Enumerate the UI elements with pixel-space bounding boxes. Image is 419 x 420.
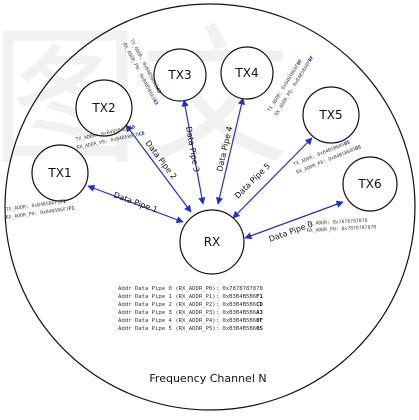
- frequency-channel-boundary: [4, 3, 416, 411]
- rx-table-row-2: Addr Data Pipe 2 (RX_ADDR_P2): 0xB3B4B5B…: [118, 302, 263, 308]
- arrow-tx4-rx: [215, 97, 246, 205]
- node-label: TX4: [234, 66, 258, 80]
- node-circle: [220, 46, 274, 100]
- node-circle: [302, 86, 360, 144]
- rx-table-row-0: Addr Data Pipe 0 (RX_ADDR_P0): 0x7878787…: [118, 286, 263, 292]
- node-label: RX: [204, 235, 221, 249]
- node-tx2: TX2: [75, 79, 133, 137]
- node-circle: [342, 156, 398, 212]
- rx-address-table: Addr Data Pipe 0 (RX_ADDR_P0): 0x7878787…: [118, 286, 263, 332]
- tx6-tx-addr: TX_ADDR: 0x7878787878: [307, 218, 368, 227]
- node-tx3: TX3: [153, 48, 207, 102]
- node-circle: [75, 79, 133, 137]
- tx6-address-label: TX_ADDR: 0x7878787878 RX_ADDR_P0: 0x7878…: [307, 218, 377, 234]
- node-label: TX1: [47, 166, 71, 180]
- rx-table-row-3: Addr Data Pipe 3 (RX_ADDR_P3): 0xB3B4B5B…: [118, 310, 263, 316]
- node-label: TX5: [318, 108, 342, 122]
- node-tx4: TX4: [220, 46, 274, 100]
- rx-table-row-5: Addr Data Pipe 5 (RX_ADDR_P5): 0xB3B4B5B…: [118, 326, 263, 332]
- frequency-channel-caption: Frequency Channel N: [149, 372, 266, 385]
- node-label: TX6: [357, 177, 381, 191]
- tx1-address-label: TX_ADDR: 0xB4B5B6F1F1 RX_ADDR_P0: 0xB4B5…: [5, 199, 75, 221]
- data-pipe-arrows: [87, 97, 344, 240]
- node-tx6: TX6: [342, 156, 398, 212]
- tx6-rx-addr-p0: RX_ADDR_P0: 0x7878787878: [307, 224, 377, 234]
- node-circle: [153, 48, 207, 102]
- node-tx1: TX1: [31, 144, 89, 202]
- pipe-label-1: Data Pipe 1: [112, 190, 158, 214]
- node-circle: [179, 209, 245, 275]
- arrow-tx3-rx: [181, 99, 206, 205]
- node-label: TX3: [167, 68, 191, 82]
- rx-table-row-4: Addr Data Pipe 4 (RX_ADDR_P4): 0xB3B4B5B…: [118, 318, 263, 324]
- node-label: TX2: [91, 101, 115, 115]
- arrow-tx6-rx: [244, 200, 344, 240]
- rx-table-row-1: Addr Data Pipe 1 (RX_ADDR_P1): 0xB3B4B5B…: [118, 294, 263, 300]
- arrow-tx2-rx: [125, 124, 192, 213]
- node-rx: RX: [179, 209, 245, 275]
- node-circle: [31, 144, 89, 202]
- node-tx5: TX5: [302, 86, 360, 144]
